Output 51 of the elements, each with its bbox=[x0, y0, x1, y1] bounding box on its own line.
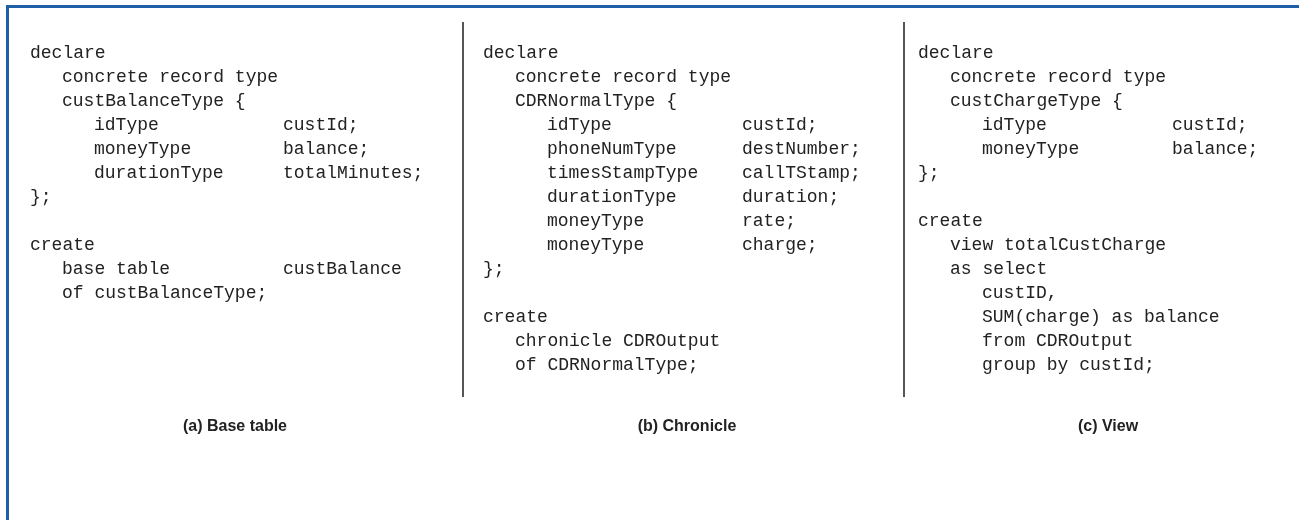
code-line: group by custId; bbox=[982, 354, 1155, 376]
field-type: idType bbox=[982, 114, 1047, 136]
field-type: idType bbox=[94, 114, 159, 136]
field-type: durationType bbox=[547, 186, 677, 208]
field-type: idType bbox=[547, 114, 612, 136]
code-line: }; bbox=[483, 258, 505, 280]
field-name: destNumber; bbox=[742, 138, 861, 160]
code-line: view totalCustCharge bbox=[950, 234, 1167, 256]
field-name: charge; bbox=[742, 234, 818, 256]
code-line: concrete record type bbox=[515, 66, 732, 88]
code-line: declare bbox=[483, 42, 559, 64]
field-type: timesStampType bbox=[547, 162, 699, 184]
field-type: moneyType bbox=[982, 138, 1080, 160]
code-line: create bbox=[483, 306, 548, 328]
field-name: totalMinutes; bbox=[283, 162, 424, 184]
field-name: custId; bbox=[742, 114, 818, 136]
field-name: custBalance bbox=[283, 258, 402, 280]
field-name: balance; bbox=[283, 138, 370, 160]
code-line: base table bbox=[62, 258, 171, 280]
figure-caption: (a) Base table bbox=[183, 416, 287, 436]
code-line: CDRNormalType { bbox=[515, 90, 678, 112]
code-line: concrete record type bbox=[950, 66, 1167, 88]
code-line: create bbox=[918, 210, 983, 232]
field-type: durationType bbox=[94, 162, 224, 184]
field-name: rate; bbox=[742, 210, 796, 232]
field-name: duration; bbox=[742, 186, 840, 208]
field-type: phoneNumType bbox=[547, 138, 677, 160]
code-line: from CDROutput bbox=[982, 330, 1134, 352]
code-line: custBalanceType { bbox=[62, 90, 246, 112]
code-line: declare bbox=[30, 42, 106, 64]
code-line: of CDRNormalType; bbox=[515, 354, 699, 376]
figure-caption: (c) View bbox=[1077, 416, 1139, 436]
field-type: moneyType bbox=[547, 210, 645, 232]
field-name: callTStamp; bbox=[742, 162, 861, 184]
code-line: }; bbox=[30, 186, 52, 208]
code-line: }; bbox=[918, 162, 940, 184]
field-name: custId; bbox=[283, 114, 359, 136]
code-line: of custBalanceType; bbox=[62, 282, 268, 304]
field-name: balance; bbox=[1172, 138, 1259, 160]
field-name: custId; bbox=[1172, 114, 1248, 136]
code-line: declare bbox=[918, 42, 994, 64]
code-line: custID, bbox=[982, 282, 1058, 304]
field-type: moneyType bbox=[547, 234, 645, 256]
code-line: as select bbox=[950, 258, 1048, 280]
code-line: concrete record type bbox=[62, 66, 279, 88]
code-line: SUM(charge) as balance bbox=[982, 306, 1220, 328]
field-type: moneyType bbox=[94, 138, 192, 160]
code-line: chronicle CDROutput bbox=[515, 330, 721, 352]
code-line: custChargeType { bbox=[950, 90, 1123, 112]
figure-caption: (b) Chronicle bbox=[637, 416, 737, 436]
code-line: create bbox=[30, 234, 95, 256]
